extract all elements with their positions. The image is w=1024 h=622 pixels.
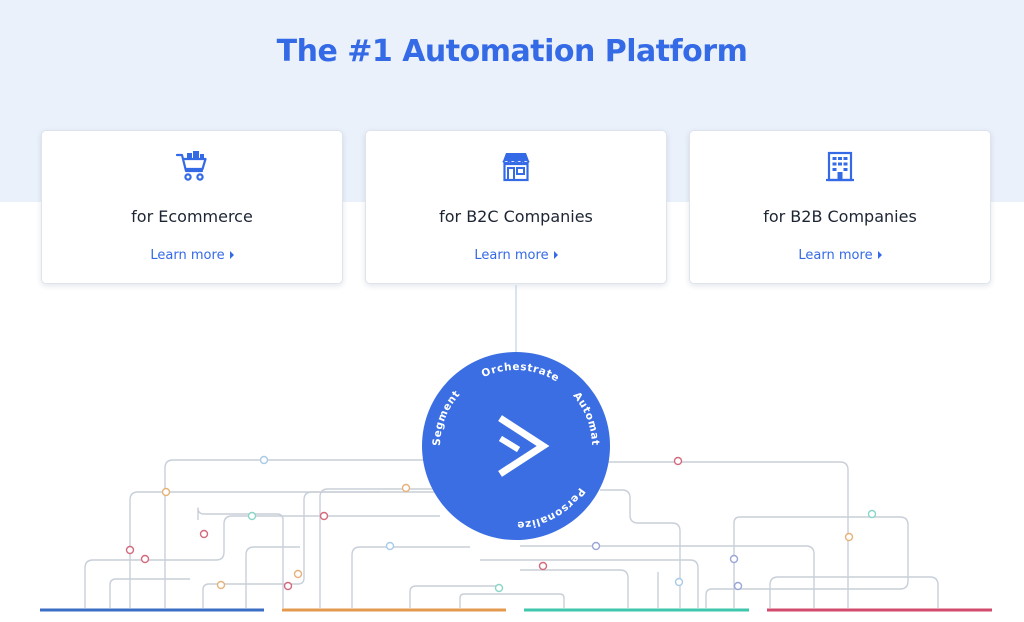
network-node	[216, 580, 226, 590]
storefront-icon	[498, 149, 534, 185]
learn-more-link[interactable]: Learn more	[366, 248, 666, 263]
network-node	[161, 487, 171, 497]
network-node	[140, 554, 150, 564]
network-node	[733, 581, 743, 591]
network-node	[494, 583, 504, 593]
card-b2b[interactable]: for B2B Companies Learn more	[689, 130, 991, 284]
network-node	[867, 509, 877, 519]
card-b2c[interactable]: for B2C Companies Learn more	[365, 130, 667, 284]
network-node	[844, 532, 854, 542]
network-node	[538, 561, 548, 571]
office-building-icon	[822, 149, 858, 185]
network-node	[259, 455, 269, 465]
network-node	[293, 569, 303, 579]
network-node	[673, 456, 683, 466]
learn-more-label: Learn more	[150, 248, 225, 263]
network-node	[247, 511, 257, 521]
learn-more-link[interactable]: Learn more	[690, 248, 990, 263]
page-title: The #1 Automation Platform	[276, 34, 748, 69]
network-node	[385, 541, 395, 551]
network-node	[591, 541, 601, 551]
network-node	[674, 577, 684, 587]
card-title: for B2B Companies	[763, 207, 917, 226]
activecampaign-chevron-icon	[498, 415, 550, 477]
shopping-cart-icon	[174, 149, 210, 185]
learn-more-label: Learn more	[798, 248, 873, 263]
network-node	[125, 545, 135, 555]
network-node	[319, 511, 329, 521]
network-node	[199, 529, 209, 539]
card-ecommerce[interactable]: for Ecommerce Learn more	[41, 130, 343, 284]
caret-right-icon	[553, 251, 558, 259]
learn-more-link[interactable]: Learn more	[42, 248, 342, 263]
network-lines	[84, 459, 939, 608]
network-node	[729, 554, 739, 564]
network-node	[283, 581, 293, 591]
network-node	[401, 483, 411, 493]
card-title: for B2C Companies	[439, 207, 593, 226]
card-title: for Ecommerce	[131, 207, 253, 226]
learn-more-label: Learn more	[474, 248, 549, 263]
caret-right-icon	[877, 251, 882, 259]
caret-right-icon	[229, 251, 234, 259]
